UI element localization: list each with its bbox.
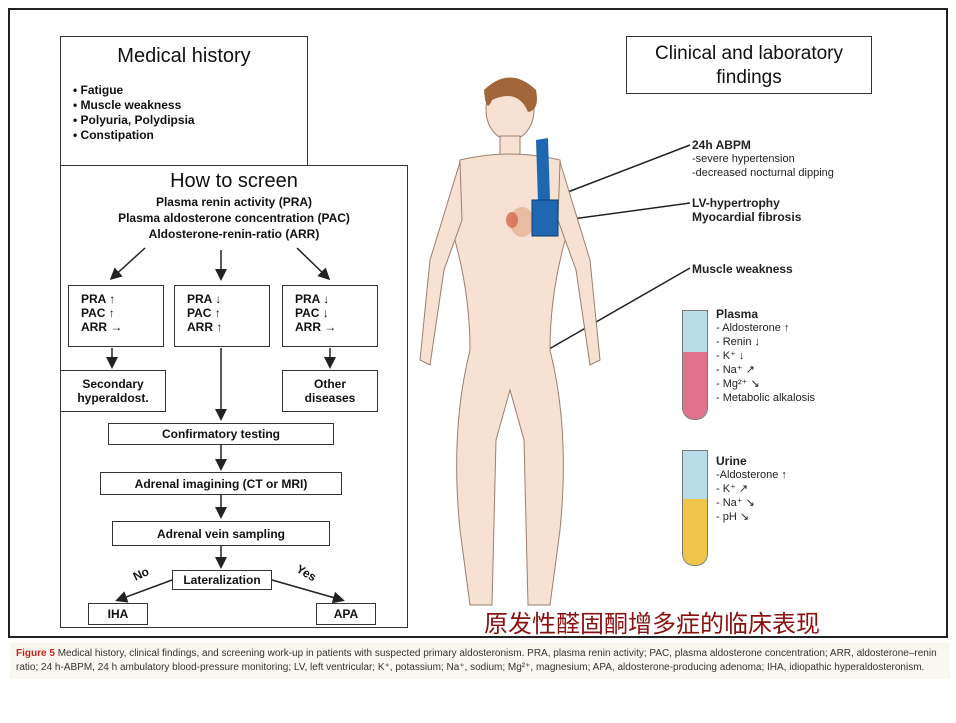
confirmatory-testing-box: Confirmatory testing	[108, 423, 334, 445]
lab-line: PAC ↓	[295, 306, 329, 320]
adrenal-vein-sampling-box: Adrenal vein sampling	[112, 521, 330, 546]
figure-caption: Figure 5 Medical history, clinical findi…	[10, 643, 950, 679]
lab-box-other: PRA ↓ PAC ↓ ARR →	[282, 285, 378, 347]
lab-line: PRA ↓	[187, 292, 221, 306]
plasma-item: - Metabolic alkalosis	[716, 391, 815, 405]
human-figure-illustration	[400, 60, 630, 620]
lab-line: ARR ↑	[187, 320, 222, 334]
plasma-item: - Na⁺ ↗	[716, 363, 755, 377]
adrenal-imaging-box: Adrenal imagining (CT or MRI)	[100, 472, 342, 495]
urine-item: -Aldosterone ↑	[716, 468, 787, 482]
lab-line: PRA ↑	[81, 292, 115, 306]
other-line: Other	[314, 377, 346, 391]
secondary-line: Secondary	[82, 377, 143, 391]
chinese-title: 原发性醛固酮增多症的临床表现	[484, 604, 820, 639]
muscle-weakness-label: Muscle weakness	[692, 262, 793, 276]
secondary-hyperaldost-box: Secondary hyperaldost.	[60, 370, 166, 412]
secondary-line: hyperaldost.	[77, 391, 148, 405]
caption-text: Medical history, clinical findings, and …	[16, 648, 937, 673]
urine-item: - K⁺ ↗	[716, 482, 748, 496]
lab-box-secondary: PRA ↑ PAC ↑ ARR →	[68, 285, 164, 347]
plasma-tube-icon	[682, 310, 708, 420]
apa-box: APA	[316, 603, 376, 625]
plasma-item: - Aldosterone ↑	[716, 321, 789, 335]
lv-line: Myocardial fibrosis	[692, 210, 801, 224]
abpm-title: 24h ABPM	[692, 138, 751, 153]
lab-line: ARR →	[81, 320, 122, 334]
clinical-title-line: Clinical and laboratory	[627, 43, 871, 65]
plasma-item: - Renin ↓	[716, 335, 760, 349]
iha-box: IHA	[88, 603, 148, 625]
abpm-item: -decreased nocturnal dipping	[692, 166, 834, 180]
urine-item: - pH ↘	[716, 510, 749, 524]
lv-line: LV-hypertrophy	[692, 196, 780, 210]
plasma-item: - K⁺ ↓	[716, 349, 744, 363]
lab-line: PAC ↑	[187, 306, 221, 320]
clinical-findings-box: Clinical and laboratory findings	[626, 36, 872, 94]
clinical-title-line: findings	[627, 67, 871, 89]
lateralization-box: Lateralization	[172, 570, 272, 590]
figure-label: Figure 5	[16, 648, 55, 659]
plasma-title: Plasma	[716, 307, 758, 321]
lab-line: PRA ↓	[295, 292, 329, 306]
other-diseases-box: Other diseases	[282, 370, 378, 412]
lab-box-primary: PRA ↓ PAC ↑ ARR ↑	[174, 285, 270, 347]
lab-line: PAC ↑	[81, 306, 115, 320]
abpm-item: -severe hypertension	[692, 152, 795, 166]
other-line: diseases	[305, 391, 356, 405]
lab-line: ARR →	[295, 320, 336, 334]
urine-tube-icon	[682, 450, 708, 566]
urine-item: - Na⁺ ↘	[716, 496, 755, 510]
plasma-item: - Mg²⁺ ↘	[716, 377, 760, 391]
urine-title: Urine	[716, 454, 747, 468]
